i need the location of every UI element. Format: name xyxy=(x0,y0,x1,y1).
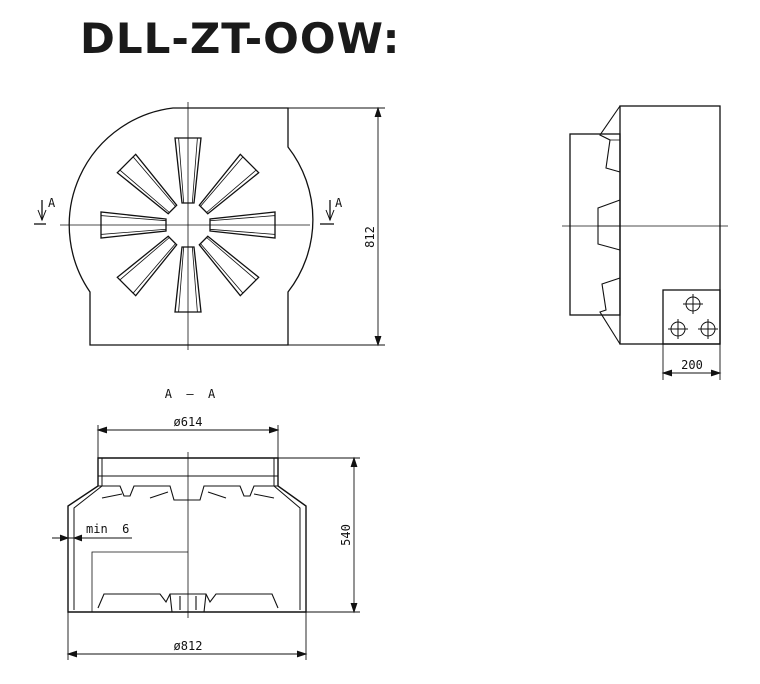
top-diameter-label: ø614 xyxy=(174,415,203,429)
connection-holes xyxy=(668,294,718,339)
side-profile xyxy=(597,105,621,345)
vane-inner xyxy=(100,215,167,235)
side-body xyxy=(619,105,721,345)
vane-inner xyxy=(178,246,198,313)
wall-thickness-dimension xyxy=(52,534,132,542)
section-view: A – A ø614 540 xyxy=(52,387,360,660)
vane-inner xyxy=(199,236,257,294)
front-view-outline xyxy=(68,107,314,346)
section-title: A – A xyxy=(165,387,216,401)
vane-inner xyxy=(119,156,177,214)
vane-outer xyxy=(116,153,178,215)
vane-outer xyxy=(198,153,260,215)
vane-inner xyxy=(119,236,177,294)
section-marker-left xyxy=(34,200,47,225)
front-vanes xyxy=(100,137,276,313)
vane-outer xyxy=(198,235,260,297)
side-flange xyxy=(569,133,621,316)
front-height-dimension xyxy=(288,106,385,347)
section-height-label: 540 xyxy=(339,524,353,546)
vane-inner xyxy=(209,215,276,235)
section-marker-right-label: A xyxy=(335,196,343,210)
drawing-title: DLL-ZT-OOW: xyxy=(80,14,401,63)
section-marker-left-label: A xyxy=(48,196,56,210)
connection-box xyxy=(662,289,721,345)
wall-thickness-label: min 6 xyxy=(86,522,129,536)
vane-inner xyxy=(199,156,257,214)
section-marker-right xyxy=(320,200,335,225)
top-diameter-dimension xyxy=(96,425,280,458)
bottom-diameter-label: ø812 xyxy=(174,639,203,653)
vane-outer xyxy=(116,235,178,297)
side-width-dimension xyxy=(661,344,722,380)
section-height-dimension xyxy=(278,456,360,614)
bottom-diameter-dimension xyxy=(66,612,308,660)
front-view: A A 812 xyxy=(34,102,385,350)
side-width-label: 200 xyxy=(681,358,703,372)
side-view: 200 xyxy=(562,105,728,380)
front-height-label: 812 xyxy=(363,226,377,248)
vane-inner xyxy=(178,137,198,204)
section-top-vanes xyxy=(98,485,278,501)
section-inner-step xyxy=(91,551,188,612)
